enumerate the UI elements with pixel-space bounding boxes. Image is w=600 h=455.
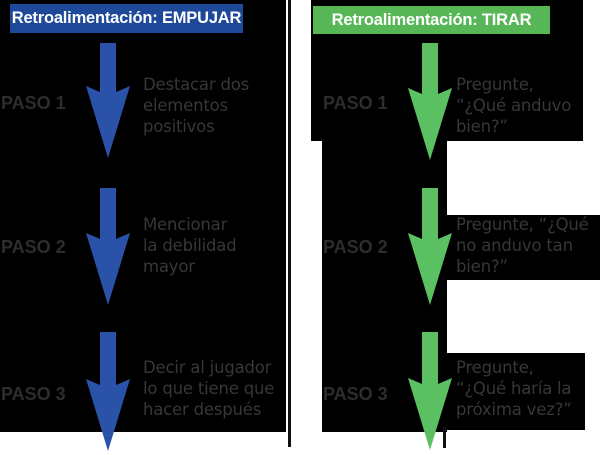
pull-step1-text: Pregunte, “¿Qué anduvo bien?” [456, 75, 572, 136]
pull-down-arrow-icon-1 [408, 43, 452, 160]
push-down-arrow-icon-1 [86, 43, 130, 158]
pull-down-arrow-icon-2 [408, 188, 452, 305]
push-header-label: Retroalimentación: EMPUJAR [11, 9, 242, 27]
pull-down-arrow-icon-3 [408, 332, 452, 450]
push-step3-label: PASO 3 [1, 384, 66, 404]
pull-step2-block [447, 215, 600, 280]
pull-header: Retroalimentación: TIRAR [313, 6, 550, 34]
pull-step3-block [447, 353, 585, 430]
pull-step3-text: Pregunte, “¿Qué haría la próxima vez?” [456, 358, 572, 419]
push-down-arrow-icon-3 [86, 332, 130, 451]
pull-panel-right-border [443, 427, 446, 448]
push-step3-text: Decir al jugador lo que tiene que hacer … [143, 358, 275, 419]
pull-header-label: Retroalimentación: TIRAR [331, 10, 532, 29]
push-panel-right-border [288, 0, 291, 447]
pull-step2-label: PASO 2 [323, 237, 388, 257]
push-step2-text: Mencionar la debilidad mayor [143, 215, 237, 276]
push-down-arrow-icon-2 [86, 188, 130, 305]
push-step1-text: Destacar dos elementos positivos [143, 75, 250, 136]
push-step1-label: PASO 1 [1, 93, 66, 113]
pull-step3-label: PASO 3 [323, 384, 388, 404]
push-header: Retroalimentación: EMPUJAR [10, 4, 243, 33]
push-step2-label: PASO 2 [1, 237, 66, 257]
pull-step2-text: Pregunte, “¿Qué no anduvo tan bien?” [456, 215, 589, 276]
push-panel-background [0, 0, 286, 432]
pull-step1-label: PASO 1 [323, 93, 388, 113]
